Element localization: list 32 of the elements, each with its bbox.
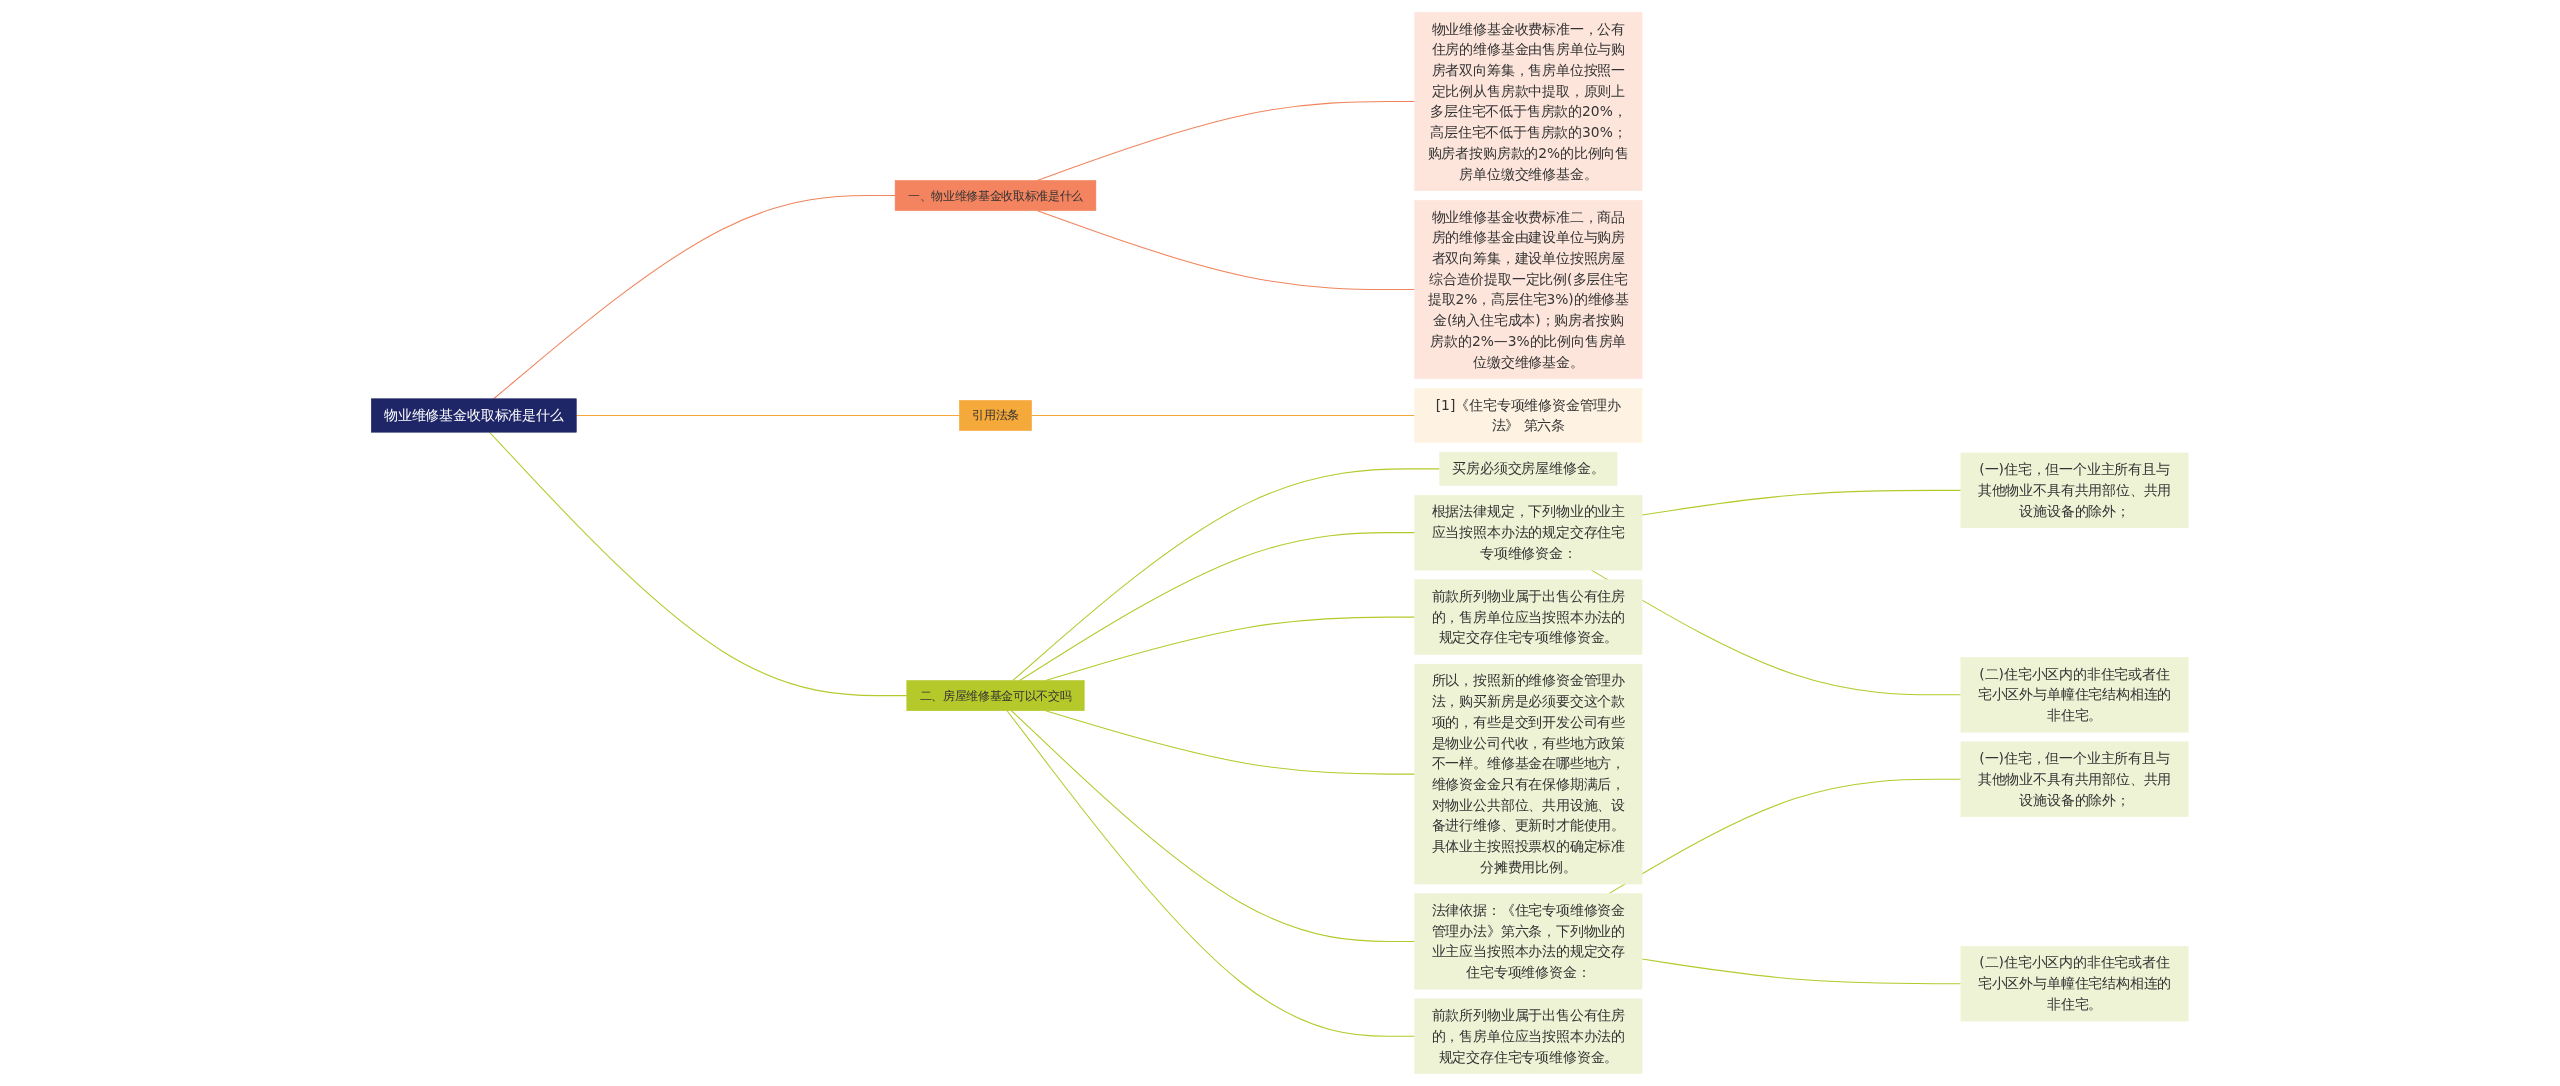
connector xyxy=(489,431,908,697)
connector xyxy=(1037,210,1416,291)
node-box: 法律依据：《住宅专项维修资金管理办法》第六条，下列物业的业主应当按照本办法的规定交存住宅专项维修资金： xyxy=(1414,893,1643,990)
connector xyxy=(493,195,896,400)
node-box: (一)住宅，但一个业主所有且与其他物业不具有共用部位、共用设施设备的除外； xyxy=(1960,741,2189,817)
connector xyxy=(1006,710,1416,1037)
node-box: (一)住宅，但一个业主所有且与其他物业不具有共用部位、共用设施设备的除外； xyxy=(1960,452,2189,529)
connector xyxy=(1019,532,1416,681)
connector xyxy=(1037,100,1416,181)
node-box: 所以，按照新的维修资金管理办法，购买新房是必须要交这个款项的，有些是交到开发公司有些是物业公司代收，有些地方政策不一样。维修基金在哪些地方，维修资金金只有在保修期满后，对物业公共部位、共用设施、设备进行维修、更新时才能使用。具体业主按照投票权的确定标准分摊费用比例。 xyxy=(1414,663,1643,885)
node-box: (二)住宅小区内的非住宅或者住宅小区外与单幢住宅结构相连的非住宅。 xyxy=(1960,945,2189,1022)
node-box: 一、物业维修基金收取标准是什么 xyxy=(895,180,1097,211)
node-box: 物业维修基金收费标准二，商品房的维修基金由建设单位与购房者双向筹集，建设单位按照房屋综合造价提取一定比例(多层住宅提取2%，高层住宅3%)的维修基金(纳入住宅成本)；购房者按购房款的2%—3%的比例向售房单位缴交维修基金。 xyxy=(1414,200,1643,380)
node-box: 引用法条 xyxy=(959,400,1033,431)
node-box: 物业维修基金收费标准一，公有住房的维修基金由售房单位与购房者双向筹集，售房单位按照一定比例从售房款中提取，原则上多层住宅不低于售房款的20%，高层住宅不低于售房款的30%；购房者按购房款的2%的比例向售房单位缴交维修基金。 xyxy=(1414,12,1643,192)
connector xyxy=(1641,958,1962,985)
connector xyxy=(1045,710,1416,775)
node-box: [1]《住宅专项维修资金管理办法》 第六条 xyxy=(1414,388,1643,443)
node-box: 买房必须交房屋维修金。 xyxy=(1439,451,1618,486)
connector xyxy=(1031,414,1416,416)
connector xyxy=(1012,468,1441,681)
connector xyxy=(1591,569,1962,696)
connector xyxy=(1641,489,1962,516)
node-box: 前款所列物业属于出售公有住房的，售房单位应当按照本办法的规定交存住宅专项维修资金。 xyxy=(1414,998,1643,1074)
connector xyxy=(1011,710,1416,942)
node-box: (二)住宅小区内的非住宅或者住宅小区外与单幢住宅结构相连的非住宅。 xyxy=(1960,657,2189,733)
node-box: 二、房屋维修基金可以不交吗 xyxy=(906,680,1085,711)
connector xyxy=(1608,778,1962,895)
node-box: 物业维修基金收取标准是什么 xyxy=(371,398,577,433)
connector xyxy=(576,414,961,416)
node-box: 前款所列物业属于出售公有住房的，售房单位应当按照本办法的规定交存住宅专项维修资金。 xyxy=(1414,579,1643,655)
node-box: 根据法律规定，下列物业的业主应当按照本办法的规定交存住宅专项维修资金： xyxy=(1414,494,1643,571)
